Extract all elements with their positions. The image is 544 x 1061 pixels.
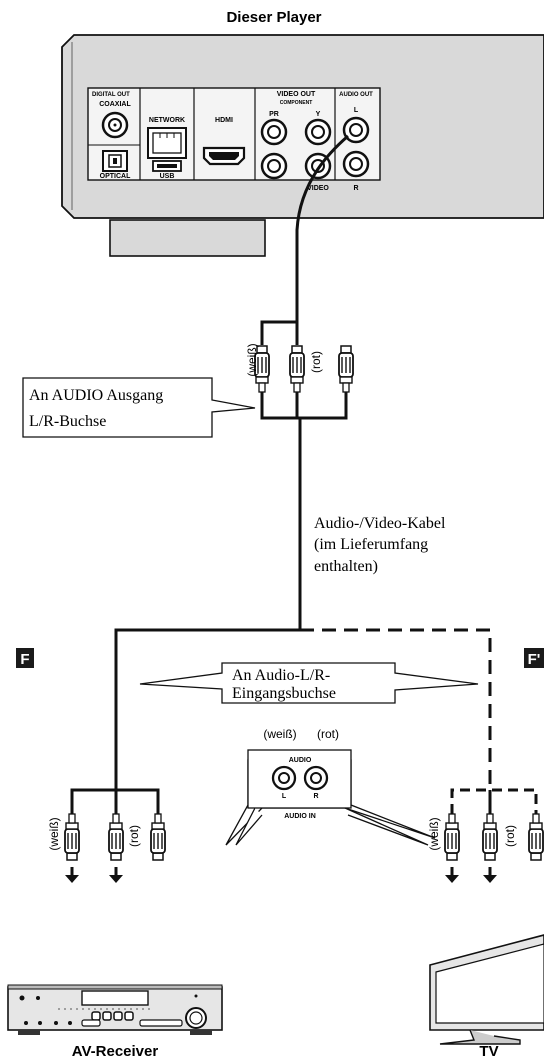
audio-out-r-jack: [342, 150, 370, 178]
audio-in-callout-line2: Eingangsbuchse: [232, 685, 336, 702]
usb-jack: [152, 160, 182, 172]
receiver-label: AV-Receiver: [72, 1043, 159, 1060]
coaxial-jack: [101, 111, 129, 139]
hdmi-jack: [202, 146, 246, 166]
pr-jack: [260, 118, 288, 146]
tv-spare-plug: [528, 813, 544, 861]
tv-white-label: (weiß): [427, 817, 441, 850]
badge-f-prime: [524, 648, 544, 668]
receiver-arrow-white: [63, 865, 81, 885]
receiver-white-plug: [64, 813, 80, 861]
cable-split: [114, 628, 300, 812]
y-jack: [304, 118, 332, 146]
audio-in-l-jack: [271, 765, 297, 791]
upper-spare-plug: [338, 345, 354, 393]
tv-white-plug: [444, 813, 460, 861]
upper-red-label: (rot): [309, 351, 323, 373]
tv-cable: [450, 788, 538, 814]
cable-label-line1: Audio-/Video-Kabel: [314, 515, 446, 532]
player-cable-top: [260, 134, 349, 345]
audio-out-label: AUDIO OUT: [339, 92, 373, 98]
cable-to-tv: [300, 628, 492, 812]
component-label: COMPONENT: [280, 100, 313, 106]
network-label: NETWORK: [149, 117, 185, 124]
pr-label: PR: [269, 111, 279, 118]
audio-in-audio-label: AUDIO: [289, 757, 312, 764]
cable-label-line3: enthalten): [314, 558, 378, 575]
audio-out-r-label: R: [353, 185, 358, 192]
audio-in-white-label: (weiß): [263, 727, 296, 741]
tv-red-plug: [482, 813, 498, 861]
audio-out-l-jack: [342, 116, 370, 144]
tv-label: TV: [479, 1043, 498, 1060]
video-label: VIDEO: [307, 185, 329, 192]
audio-out-l-label: L: [354, 107, 359, 114]
audio-in-r-label: R: [313, 793, 318, 800]
audio-in-callout-line1: An Audio-L/R-: [232, 667, 330, 684]
optical-label: OPTICAL: [100, 173, 131, 180]
player-title: Dieser Player: [226, 9, 321, 26]
tv-arrow-white: [443, 865, 461, 885]
optical-jack: [102, 150, 128, 172]
usb-label: USB: [160, 173, 175, 180]
badge-f-prime-text: F': [528, 651, 541, 668]
tv-set: [429, 934, 544, 1045]
tv-arrow-red: [481, 865, 499, 885]
cable-label-line2: (im Lieferumfang: [314, 536, 428, 553]
audio-in-panel: [225, 749, 436, 846]
video-out-label: VIDEO OUT: [277, 91, 316, 98]
audio-in-red-label: (rot): [317, 727, 339, 741]
upper-white-label: (weiß): [245, 343, 259, 376]
coaxial-label: COAXIAL: [99, 101, 131, 108]
receiver-red-plug: [108, 813, 124, 861]
av-receiver: [7, 984, 223, 1035]
tv-red-label: (rot): [503, 825, 517, 847]
audio-out-callout-line1: An AUDIO Ausgang: [29, 387, 163, 404]
upper-red-plug: [289, 345, 305, 393]
receiver-white-label: (weiß): [47, 817, 61, 850]
y-label: Y: [316, 111, 321, 118]
badge-f-text: F: [20, 651, 29, 668]
pb-jack: [260, 152, 288, 180]
hdmi-label: HDMI: [215, 117, 233, 124]
receiver-spare-plug: [150, 813, 166, 861]
badge-f: [16, 648, 34, 668]
cable-loop: [260, 392, 348, 630]
digital-out-label: DIGITAL OUT: [92, 92, 130, 98]
audio-in-callout: [139, 662, 479, 704]
receiver-cable: [70, 788, 160, 814]
audio-in-r-jack: [303, 765, 329, 791]
audio-out-callout-line2: L/R-Buchse: [29, 413, 106, 430]
network-jack: [147, 127, 187, 159]
receiver-red-label: (rot): [127, 825, 141, 847]
audio-out-callout: [22, 377, 256, 438]
audio-in-title: AUDIO IN: [284, 813, 316, 820]
audio-in-l-label: L: [282, 793, 287, 800]
receiver-arrow-red: [107, 865, 125, 885]
player-back-panel: [61, 34, 544, 257]
